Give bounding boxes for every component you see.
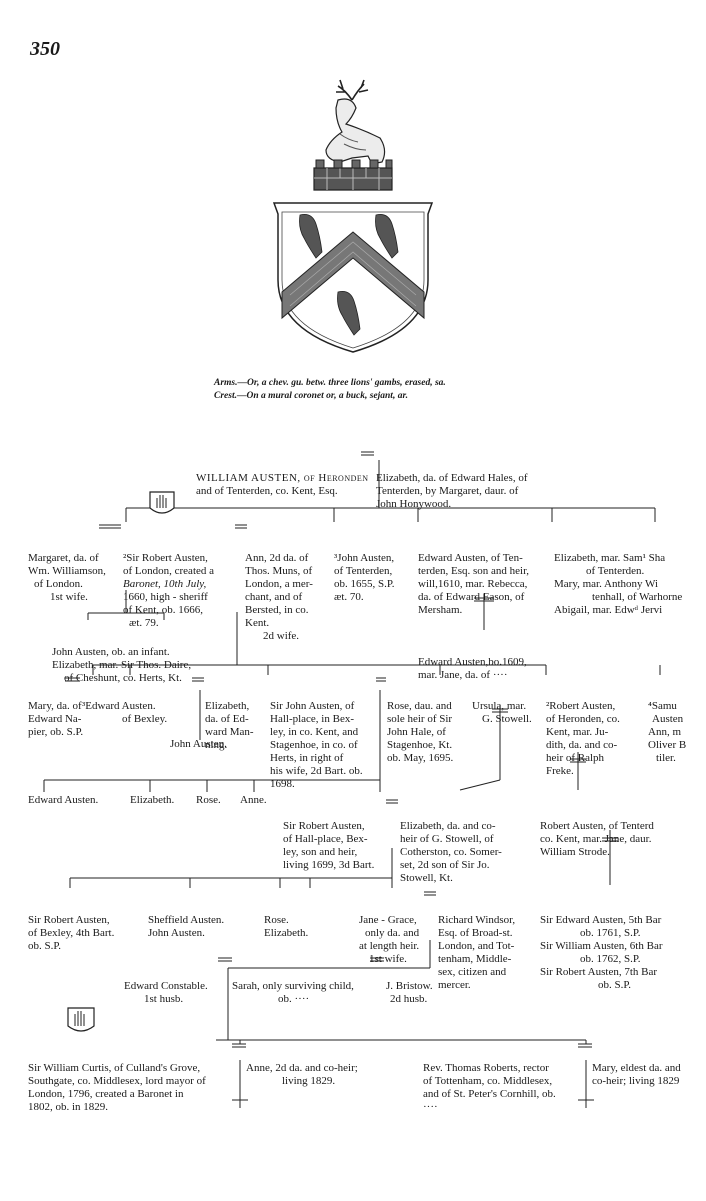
edward-constable: Edward Constable.1st husb. bbox=[124, 954, 208, 1019]
sir-robert-austen-3rd-bart: Sir Robert Austen,of Hall-place, Bex-ley… bbox=[283, 794, 374, 885]
ursula-stowell: Ursula, mar.G. Stowell. bbox=[472, 674, 532, 739]
rose-elizabeth-g5: Rose.Elizabeth. bbox=[264, 888, 308, 953]
sheffield-john-austen: Sheffield Austen.John Austen. bbox=[148, 888, 224, 953]
richard-windsor: Richard Windsor,Esq. of Broad-st.London,… bbox=[438, 888, 515, 1005]
elizabeth-stowell: Elizabeth, da. and co-heir of G. Stowell… bbox=[400, 794, 502, 898]
edward-austen-tenterden: Edward Austen, of Ten-terden, Esq. son a… bbox=[418, 526, 529, 630]
j-bristow: J. Bristow.2d husb. bbox=[386, 954, 433, 1019]
elizabeth-manning: Elizabeth,da. of Ed-ward Man-ning. bbox=[205, 674, 254, 765]
sir-robert-austen-4th-bart: Sir Robert Austen,of Bexley, 4th Bart.ob… bbox=[28, 888, 114, 966]
edward-austen-g4: Edward Austen. bbox=[28, 794, 98, 807]
anne-g4: Anne. bbox=[240, 794, 267, 807]
edward-austen-bexley: ³Edward Austen.of Bexley. bbox=[82, 674, 167, 739]
robert-austen-heronden: ²Robert Austen,of Heronden, co.Kent, mar… bbox=[546, 674, 620, 791]
john-austen-son: John Austen. bbox=[170, 738, 227, 751]
elizabeth-g4: Elizabeth. bbox=[130, 794, 174, 807]
rose-g4: Rose. bbox=[196, 794, 221, 807]
john-austen-tenterden: ³John Austen,of Tenterden,ob. 1655, S.P.… bbox=[334, 526, 395, 617]
sarah-windsor: Sarah, only surviving child,ob. ···· bbox=[232, 954, 354, 1019]
anne-coheir: Anne, 2d da. and co-heir;living 1829. bbox=[246, 1036, 358, 1101]
sir-william-curtis: Sir William Curtis, of Culland's Grove,S… bbox=[28, 1036, 206, 1127]
